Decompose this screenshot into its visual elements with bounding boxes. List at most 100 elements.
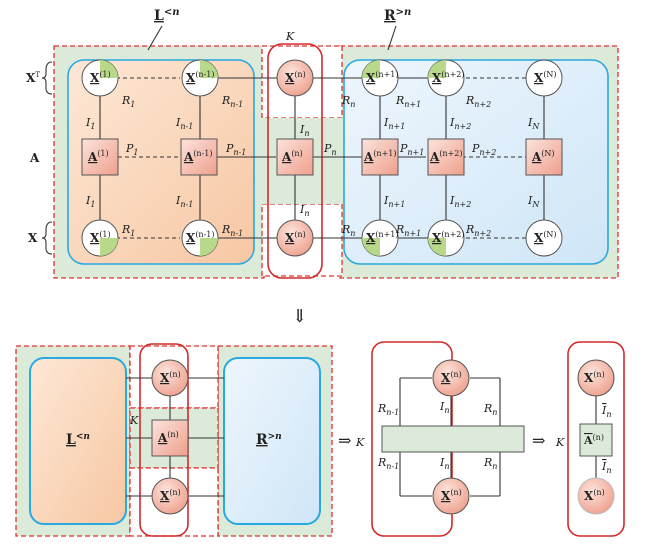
svg-text:Rn+1: Rn+1 [395, 223, 421, 238]
edge-label: R [341, 94, 350, 107]
core-node [276, 219, 314, 257]
svg-text:IN: IN [527, 116, 540, 131]
top-cores [81, 59, 563, 97]
edge-label: R [395, 223, 404, 236]
core-label: X [90, 231, 100, 245]
A-box [81, 138, 119, 176]
brace-icon [41, 221, 53, 255]
svg-text:Rn+1: Rn+1 [395, 94, 421, 109]
edge-label: R [465, 94, 474, 107]
R-title: R [384, 8, 396, 24]
svg-text:A(n): A(n) [583, 433, 604, 447]
K-label: K [355, 436, 365, 449]
bottom-cores [81, 219, 563, 257]
edge-label: P [323, 142, 332, 155]
edge-label: I [601, 460, 607, 473]
left-environment [67, 59, 255, 265]
svg-text:In+2: In+2 [449, 116, 471, 131]
edge-label: R [395, 94, 404, 107]
svg-text:In+1: In+1 [383, 116, 405, 131]
svg-text:In: In [299, 123, 310, 138]
edge-label: R [221, 223, 230, 236]
core-label: X [366, 231, 376, 245]
svg-text:A(n): A(n) [157, 430, 179, 445]
svg-text:Pn+2: Pn+2 [471, 142, 496, 157]
svg-text:A(N): A(N) [531, 149, 555, 164]
core-label: X [160, 371, 170, 385]
core-label: X [432, 231, 442, 245]
right-environment [343, 59, 609, 265]
edge-label: P [471, 142, 480, 155]
L-block [29, 357, 127, 525]
svg-text:X(n): X(n) [441, 370, 462, 385]
svg-text:X(1): X(1) [90, 230, 111, 245]
edge-label: I [175, 116, 181, 129]
svg-text:Rn: Rn [341, 223, 355, 238]
edge-label: P [399, 142, 408, 155]
svg-text:P1: P1 [125, 142, 139, 157]
svg-text:Pn: Pn [323, 142, 337, 157]
svg-text:X(n+1): X(n+1) [366, 230, 399, 245]
core-node [276, 59, 314, 97]
svg-text:Rn: Rn [483, 456, 497, 471]
contracted-core-box [381, 425, 525, 453]
svg-text:X(n-1): X(n-1) [186, 70, 215, 85]
edge-label: R [221, 94, 230, 107]
svg-text:A(1): A(1) [87, 149, 109, 164]
svg-text:X(N): X(N) [534, 230, 557, 245]
K-label: K [555, 436, 565, 449]
A-box [525, 138, 563, 176]
core-label: X [534, 71, 544, 85]
svg-text:Rn-1: Rn-1 [221, 223, 243, 238]
svg-text:Rn: Rn [341, 94, 355, 109]
svg-text:X(1): X(1) [90, 70, 111, 85]
svg-text:X(N): X(N) [534, 70, 557, 85]
Abar-box [579, 423, 613, 457]
Abar-label: A [583, 434, 593, 447]
edge-label: I [299, 123, 305, 136]
svg-text:In+2: In+2 [449, 194, 471, 209]
center-loop [267, 43, 323, 279]
svg-text:A(n+1): A(n+1) [363, 149, 397, 164]
svg-text:A(n+2): A(n+2) [429, 149, 463, 164]
edge-label: R [377, 456, 386, 469]
implies-arrow-icon: ⇒ [338, 431, 351, 450]
svg-text:XT: XT [26, 71, 40, 85]
core-label: X [432, 71, 442, 85]
edge-label: R [465, 223, 474, 236]
R-block-label: R [256, 432, 268, 448]
svg-text:L<n: L<n [154, 7, 180, 24]
edge-label: I [449, 116, 455, 129]
core-label: X [441, 371, 451, 385]
svg-text:IN: IN [527, 194, 540, 209]
svg-text:X(n): X(n) [285, 230, 306, 245]
svg-text:Rn-1: Rn-1 [221, 94, 243, 109]
core-node [151, 477, 189, 515]
edge-label: I [527, 116, 533, 129]
edge-label: R [377, 402, 386, 415]
core-label: X [441, 489, 451, 503]
core-label: X [186, 71, 196, 85]
A-box [276, 138, 314, 176]
brace-icon [41, 61, 53, 95]
A-boxes [81, 138, 563, 176]
A-label: A [363, 150, 374, 164]
svg-text:I1: I1 [85, 116, 95, 131]
svg-text:A(n): A(n) [281, 149, 303, 164]
core-label: X [366, 71, 376, 85]
svg-text:X(n): X(n) [160, 370, 181, 385]
edge-label: I [449, 194, 455, 207]
edge-label: I [527, 194, 533, 207]
svg-text:Rn-1: Rn-1 [377, 402, 399, 417]
core-label: X [534, 231, 544, 245]
edge-label: I [383, 116, 389, 129]
core-node [432, 477, 470, 515]
core-label: X [584, 371, 594, 385]
svg-text:Rn: Rn [483, 402, 497, 417]
edge-label: I [85, 194, 91, 207]
svg-text:Rn+2: Rn+2 [465, 223, 491, 238]
core-node [577, 477, 615, 515]
A-label: A [531, 150, 542, 164]
core-node [577, 359, 615, 397]
edge-label: P [125, 142, 134, 155]
